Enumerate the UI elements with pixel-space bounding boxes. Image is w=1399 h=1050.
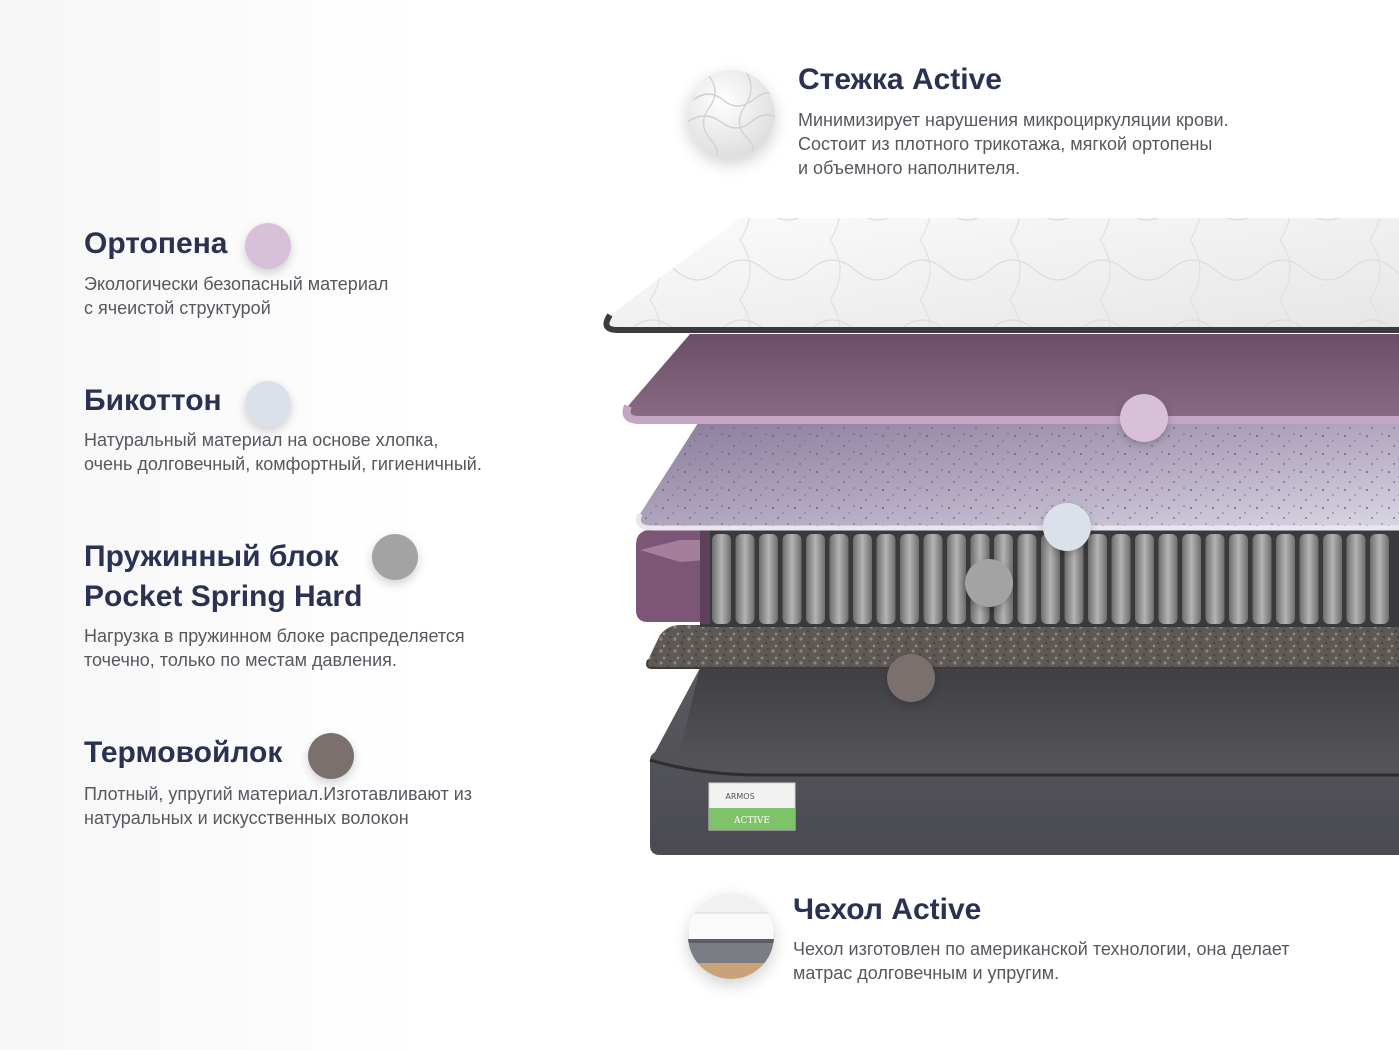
- spring-pocket: [900, 534, 919, 624]
- label-brand: ARMOS: [725, 792, 754, 801]
- orthofoam-color-dot: [245, 223, 291, 269]
- spring-pocket: [759, 534, 778, 624]
- spring-pocket: [1323, 534, 1342, 624]
- cover-description: Чехол изготовлен по американской техноло…: [793, 937, 1383, 985]
- label-model: ACTIVE: [733, 816, 770, 826]
- spring-pocket: [1041, 534, 1060, 624]
- stitch-desc-line-2: Состоит из плотного трикотажа, мягкой ор…: [798, 134, 1213, 154]
- spring-description: Нагрузка в пружинном блоке распределяетс…: [84, 624, 564, 672]
- bicotton-description: Натуральный материал на основе хлопка, о…: [84, 428, 564, 476]
- orthofoam-layer: [622, 334, 1399, 424]
- spring-pocket: [712, 534, 731, 624]
- spring-pocket: [1017, 534, 1037, 624]
- bicotton-title: Бикоттон: [84, 384, 222, 417]
- spring-pocket: [1111, 534, 1131, 624]
- stitch-title: Стежка Active: [798, 63, 1002, 96]
- spring-block-layer: [636, 528, 1399, 627]
- bicotton-desc-line-1: Натуральный материал на основе хлопка,: [84, 430, 439, 450]
- orthofoam-title: Ортопена: [84, 227, 228, 260]
- spring-pocket: [1182, 534, 1201, 624]
- spring-pocket: [853, 534, 872, 624]
- cover-desc-line-2: матрас долговечным и упругим.: [793, 963, 1060, 983]
- spring-pocket: [923, 534, 943, 624]
- felt-description: Плотный, упругий материал.Изготавливают …: [84, 782, 564, 830]
- spring-pocket: [1229, 534, 1248, 624]
- felt-layer: [646, 625, 1399, 669]
- spring-pocket: [806, 534, 825, 624]
- spring-pocket: [1135, 534, 1154, 624]
- spring-pocket: [1252, 534, 1272, 624]
- spring-pocket: [1299, 534, 1319, 624]
- spring-desc-line-2: точечно, только по местам давления.: [84, 650, 397, 670]
- felt-desc-line-1: Плотный, упругий материал.Изготавливают …: [84, 784, 473, 804]
- spring-pocket: [1346, 534, 1366, 624]
- mattress-cover-icon: [688, 893, 774, 979]
- spring-pocket: [1158, 534, 1178, 624]
- quilted-fabric-icon: [687, 70, 775, 158]
- spring-pocket: [782, 534, 802, 624]
- orthofoam-desc-line-1: Экологически безопасный материал: [84, 274, 389, 294]
- orthofoam-desc-line-2: с ячеистой структурой: [84, 298, 271, 318]
- bicotton-color-dot: [245, 381, 291, 427]
- cover-title: Чехол Active: [793, 893, 982, 926]
- spring-color-dot: [372, 534, 418, 580]
- spring-pocket: [829, 534, 849, 624]
- bicotton-desc-line-2: очень долговечный, комфортный, гигиеничн…: [84, 454, 482, 474]
- pocket-springs: [712, 534, 1389, 624]
- spring-pocket: [735, 534, 755, 624]
- felt-color-dot: [308, 733, 354, 779]
- felt-desc-line-2: натуральных и искусственных волокон: [84, 808, 409, 828]
- cover-desc-line-1: Чехол изготовлен по американской техноло…: [793, 939, 1290, 959]
- spring-marker: [965, 559, 1013, 607]
- quilted-top-layer: [603, 218, 1399, 333]
- spring-pocket: [947, 534, 966, 624]
- cover-layer: ARMOS ACTIVE: [649, 662, 1399, 855]
- orthofoam-description: Экологически безопасный материал с ячеис…: [84, 272, 564, 320]
- felt-title: Термовойлок: [84, 736, 283, 769]
- spring-title-line-1: Пружинный блок: [84, 540, 339, 573]
- spring-pocket: [1064, 534, 1084, 624]
- orthofoam-marker: [1120, 394, 1168, 442]
- bicotton-marker: [1043, 503, 1091, 551]
- spring-pocket: [876, 534, 896, 624]
- spring-pocket: [1205, 534, 1225, 624]
- spring-desc-line-1: Нагрузка в пружинном блоке распределяетс…: [84, 626, 465, 646]
- mattress-exploded-view: ARMOS ACTIVE: [590, 205, 1399, 870]
- spring-pocket: [1276, 534, 1295, 624]
- spring-pocket: [1088, 534, 1107, 624]
- felt-marker: [887, 654, 935, 702]
- stitch-description: Минимизирует нарушения микроциркуляции к…: [798, 108, 1358, 180]
- stitch-desc-line-1: Минимизирует нарушения микроциркуляции к…: [798, 110, 1229, 130]
- bicotton-layer: [636, 420, 1399, 531]
- spring-pocket: [1370, 534, 1389, 624]
- stitch-desc-line-3: и объемного наполнителя.: [798, 158, 1021, 178]
- spring-title-line-2: Pocket Spring Hard: [84, 580, 363, 613]
